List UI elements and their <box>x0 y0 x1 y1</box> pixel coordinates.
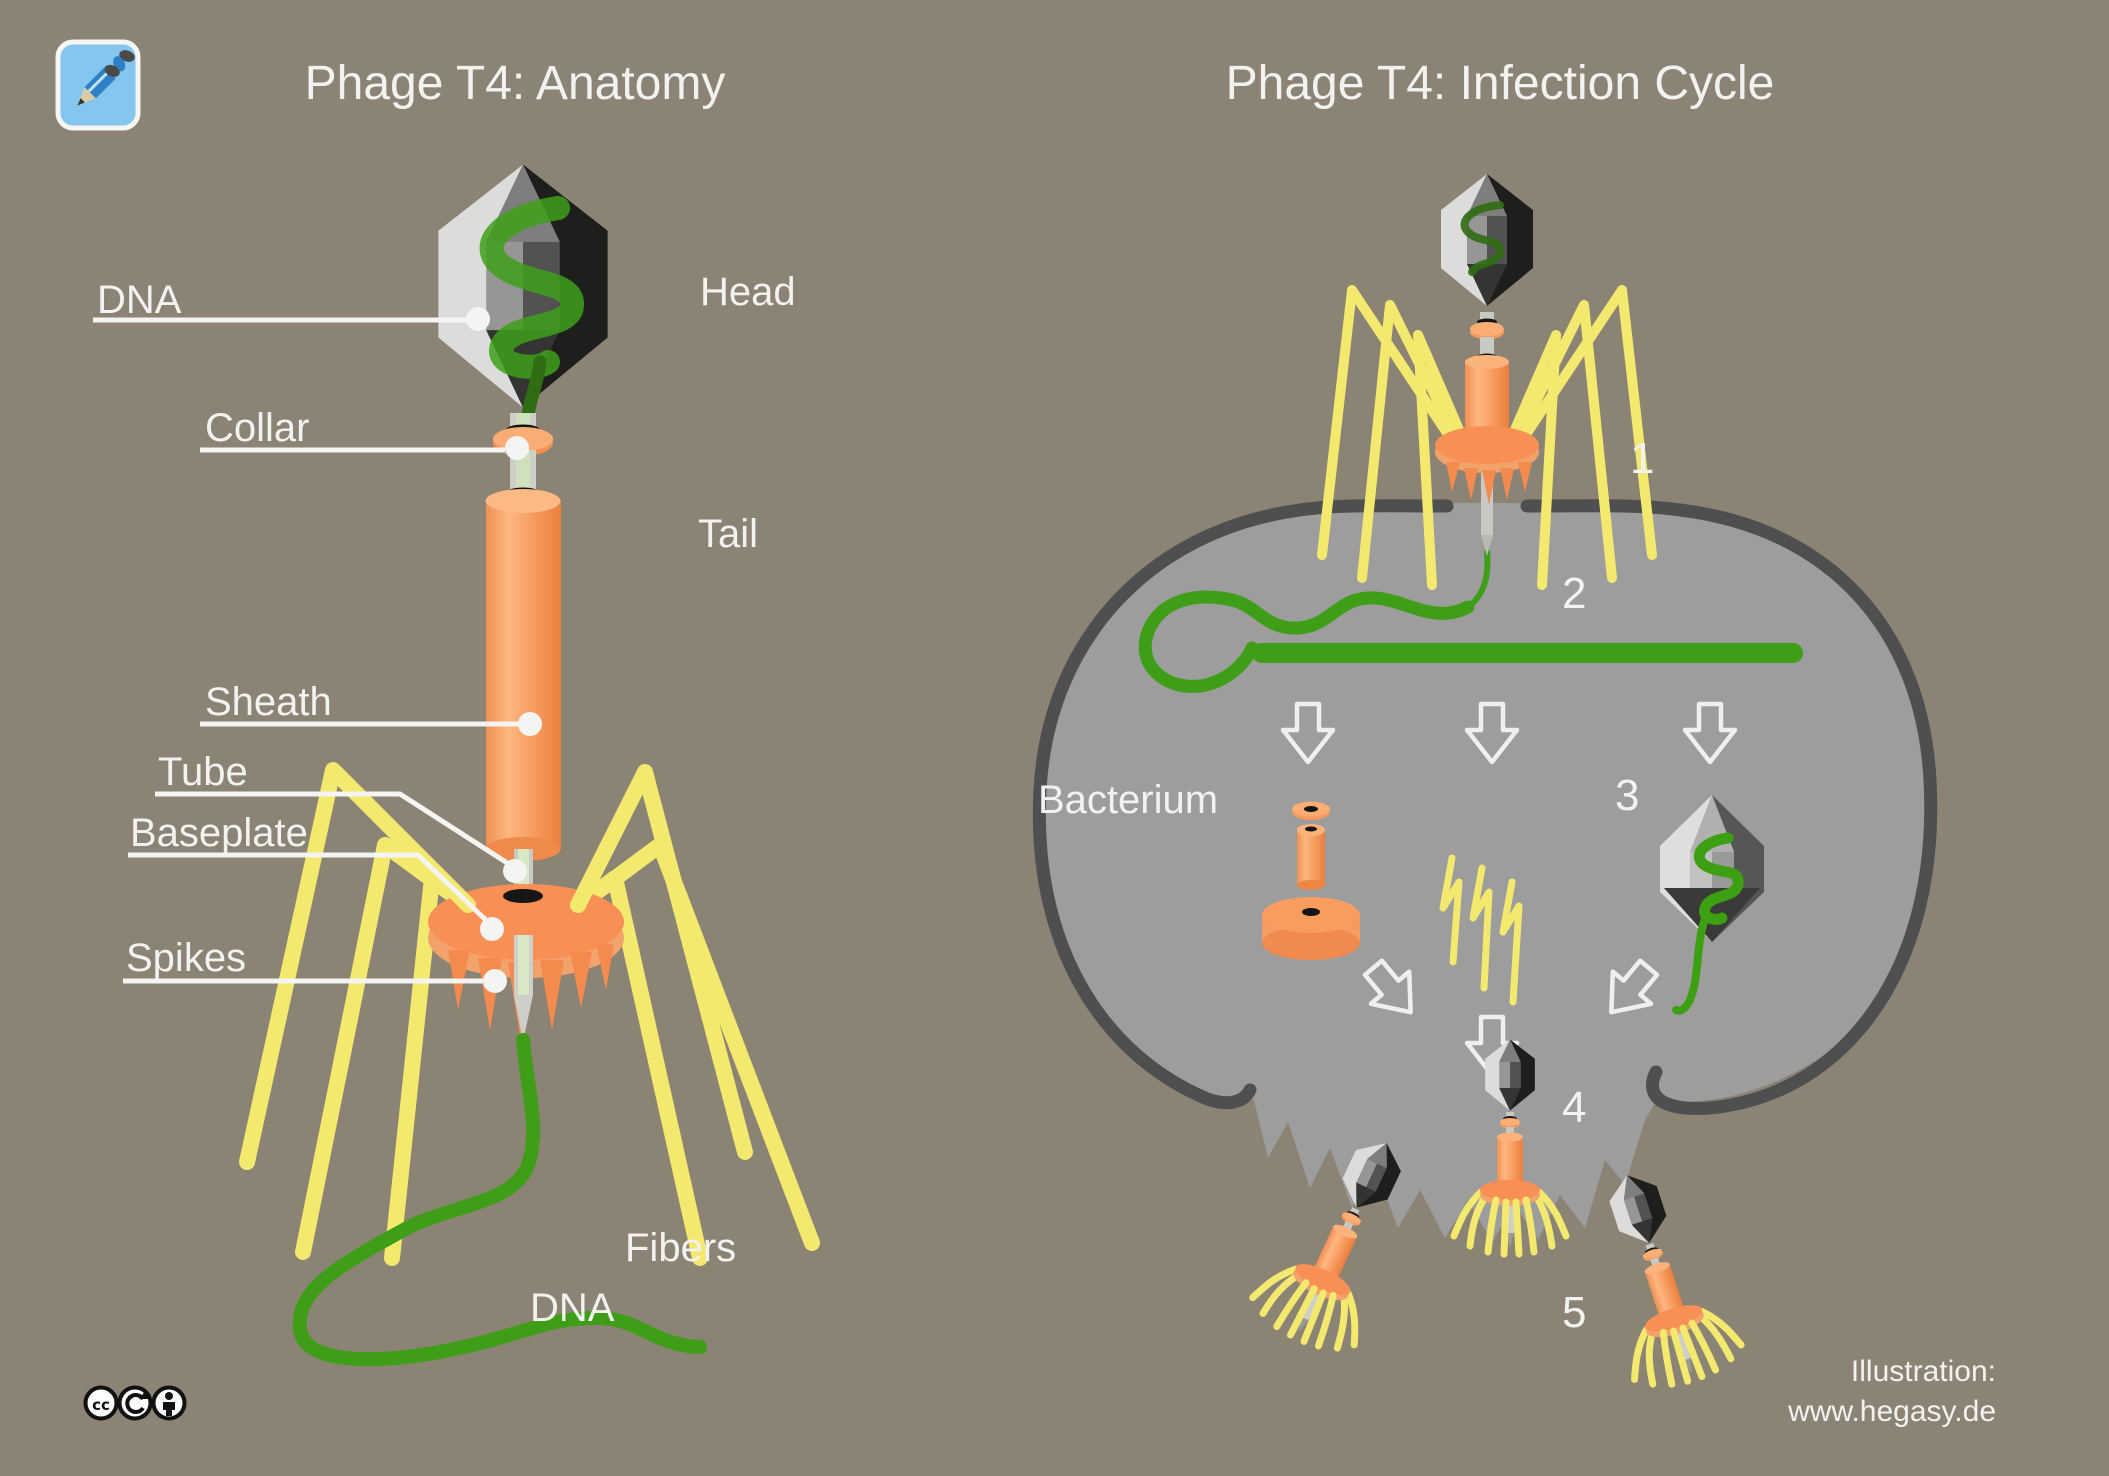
step-number-5: 5 <box>1562 1288 1587 1337</box>
label-tube: Tube <box>158 750 248 794</box>
step-number-3: 3 <box>1615 771 1640 820</box>
label-collar: Collar <box>205 406 310 450</box>
label-dna-tail: DNA <box>530 1286 615 1330</box>
lysis-spill <box>1252 1092 1658 1242</box>
label-head: Head <box>700 270 796 314</box>
label-baseplate: Baseplate <box>130 811 308 855</box>
sheath-cylinder <box>485 489 561 861</box>
left-panel-title: Phage T4: Anatomy <box>304 57 726 110</box>
tail-parts-precursor <box>1262 801 1360 960</box>
right-panel-title: Phage T4: Infection Cycle <box>1225 57 1775 110</box>
label-bacterium: Bacterium <box>1038 778 1219 822</box>
dna-coil <box>479 196 584 379</box>
head-capsid <box>438 164 608 435</box>
credit-line-1: Illustration: <box>1850 1355 1996 1388</box>
central-tail-spike <box>514 935 533 1042</box>
escaping-phage-right <box>1574 1158 1747 1397</box>
bacterium-membrane <box>1032 499 1938 1115</box>
label-fibers: Fibers <box>625 1226 737 1270</box>
label-spikes: Spikes <box>126 936 247 980</box>
dna-strand-bottom <box>292 1033 707 1367</box>
label-sheath: Sheath <box>205 680 332 724</box>
injected-dna-strand <box>1138 549 1803 693</box>
license-icons: cc <box>83 1385 187 1421</box>
step-number-2: 2 <box>1562 569 1587 618</box>
leader-dots <box>466 307 542 993</box>
head-precursor <box>1660 795 1764 1015</box>
svg-text:cc: cc <box>92 1396 110 1414</box>
label-dna-head: DNA <box>97 278 182 322</box>
credit-text: Illustration: www.hegasy.de <box>1788 1352 1996 1431</box>
fiber-leg <box>570 764 753 1160</box>
attribution-icon <box>151 1385 187 1421</box>
credit-line-2: www.hegasy.de <box>1788 1394 1996 1428</box>
anatomy-phage <box>239 164 820 1367</box>
label-tail: Tail <box>698 512 759 556</box>
step-number-1: 1 <box>1630 434 1655 483</box>
bacterium-body <box>1039 502 1932 1242</box>
pencil-dna-logo-icon <box>55 39 141 131</box>
leader-lines <box>93 317 518 984</box>
step-number-4: 4 <box>1562 1083 1587 1132</box>
attacking-phage <box>1317 174 1657 590</box>
cc-icon: cc <box>83 1385 119 1421</box>
fiber-precursors <box>1439 854 1523 1006</box>
share-alike-icon <box>117 1385 153 1421</box>
